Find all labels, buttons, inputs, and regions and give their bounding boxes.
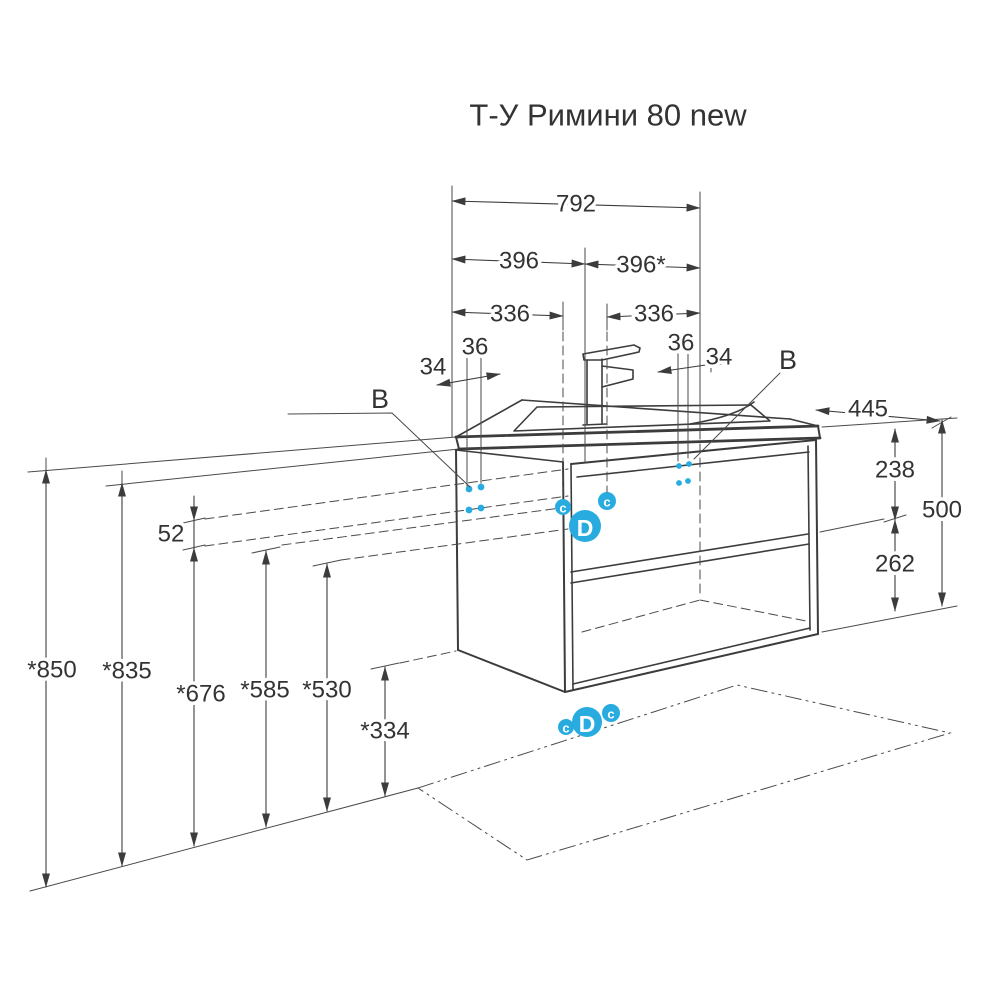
- dim-676: *676: [176, 681, 225, 708]
- dim-530: *530: [302, 677, 351, 704]
- dim-792: 792: [556, 191, 596, 218]
- callout-c: c: [607, 707, 614, 722]
- b-label: B: [779, 345, 797, 375]
- label-b-left: B: [287, 381, 471, 488]
- dim-850: *850: [27, 657, 76, 684]
- dimensions-left: *850 *835 52 *676 *585 *530 *334: [24, 457, 413, 888]
- dimensions-right: 445 238 262 500: [815, 392, 966, 633]
- dim-36-left: 36: [462, 334, 489, 361]
- dim-445: 445: [848, 396, 888, 423]
- hidden-lines: [204, 429, 807, 664]
- page-title: Т-У Римини 80 new: [469, 98, 747, 133]
- callout-d: D: [579, 711, 596, 737]
- dim-36-right: 36: [668, 330, 695, 357]
- callout-c: c: [562, 721, 569, 736]
- faucet: [582, 344, 641, 426]
- dimensions-top: 792 396 396* 336 336 34 36 36 34: [416, 185, 736, 499]
- vanity-cabinet: [204, 344, 822, 693]
- basin-overflow: [689, 401, 755, 425]
- dim-262: 262: [875, 551, 915, 578]
- dim-500: 500: [922, 497, 962, 524]
- dim-396: 396: [499, 248, 539, 275]
- dim-585: *585: [240, 677, 289, 704]
- callout-c: c: [603, 495, 610, 510]
- dim-334: *334: [360, 718, 409, 745]
- wall-lines: [27, 436, 460, 487]
- dim-238: 238: [875, 457, 915, 484]
- label-b-right: B: [693, 342, 801, 460]
- dim-336-right: 336: [634, 301, 674, 328]
- dim-336-left: 336: [490, 301, 530, 328]
- callout-circles-bottom: c D c: [558, 704, 620, 737]
- front-frame: [562, 439, 819, 693]
- drawer-divider: [570, 533, 809, 573]
- dim-52: 52: [158, 521, 185, 548]
- dim-34-right: 34: [706, 344, 733, 371]
- side-panel: [455, 449, 566, 693]
- dim-835: *835: [102, 658, 151, 685]
- dim-34-left: 34: [420, 354, 447, 381]
- callout-c: c: [559, 501, 566, 516]
- washbasin-top: [454, 399, 822, 451]
- floor-outline: [29, 684, 952, 892]
- b-label: B: [371, 384, 389, 414]
- mount-holes-front: [676, 461, 692, 486]
- callout-circles-front: c c D: [555, 492, 616, 542]
- callout-d: D: [577, 515, 594, 541]
- dim-396-star: 396*: [616, 252, 665, 279]
- mount-holes-side: [465, 483, 485, 514]
